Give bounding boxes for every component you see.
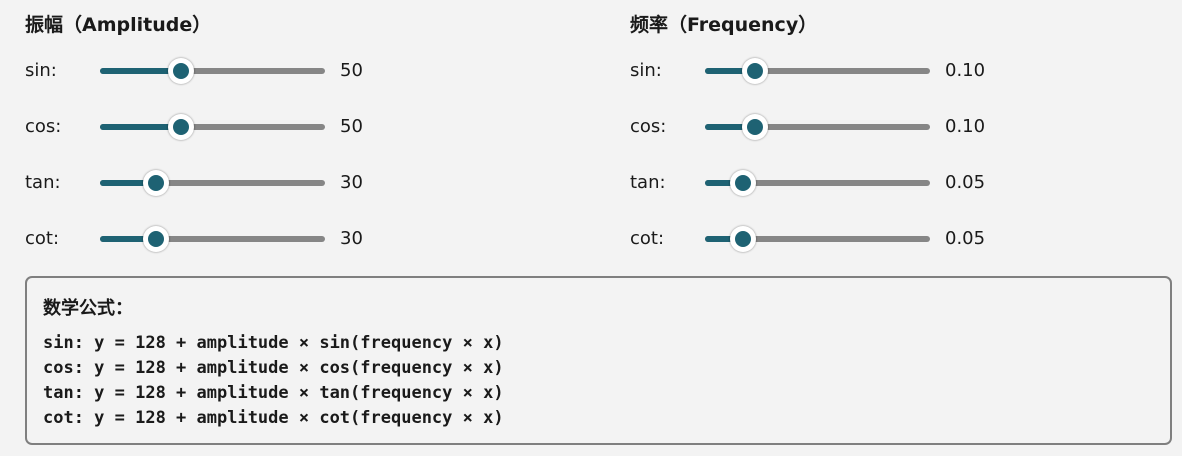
amplitude-slider-cot[interactable]: [100, 221, 325, 257]
slider-fill: [100, 180, 157, 186]
frequency-label-cos: cos:: [630, 116, 667, 137]
frequency-slider-cos[interactable]: [705, 109, 930, 145]
amplitude-slider-sin[interactable]: [100, 53, 325, 89]
slider-thumb[interactable]: [730, 226, 757, 252]
slider-thumb[interactable]: [143, 170, 170, 196]
slider-track: [100, 236, 325, 242]
amplitude-label-cot: cot:: [25, 228, 60, 249]
slider-thumb[interactable]: [741, 58, 768, 84]
frequency-panel: 频率（Frequency） sin: 0.10 cos: 0.10 tan: 0…: [630, 0, 1170, 270]
slider-track: [100, 124, 325, 130]
formula-line-cot: cot: y = 128 + amplitude × cot(frequency…: [43, 408, 504, 428]
slider-fill: [705, 180, 744, 186]
slider-fill: [705, 236, 744, 242]
frequency-row-cot: cot: 0.05: [630, 221, 1170, 257]
amplitude-value-cos: 50: [340, 116, 363, 137]
frequency-slider-tan[interactable]: [705, 165, 930, 201]
frequency-slider-sin[interactable]: [705, 53, 930, 89]
frequency-row-tan: tan: 0.05: [630, 165, 1170, 201]
amplitude-label-tan: tan:: [25, 172, 61, 193]
formula-title: 数学公式：: [43, 298, 133, 319]
slider-fill: [100, 124, 181, 130]
amplitude-row-sin: sin: 50: [25, 53, 565, 89]
amplitude-panel: 振幅（Amplitude） sin: 50 cos: 50 tan: 30 co…: [25, 0, 565, 270]
formula-line-cos: cos: y = 128 + amplitude × cos(frequency…: [43, 358, 504, 378]
amplitude-value-tan: 30: [340, 172, 363, 193]
amplitude-label-sin: sin:: [25, 60, 57, 81]
slider-fill: [705, 68, 755, 74]
slider-track: [705, 68, 930, 74]
slider-thumb[interactable]: [168, 58, 194, 84]
slider-thumb[interactable]: [741, 114, 768, 140]
slider-fill: [100, 68, 181, 74]
amplitude-row-cos: cos: 50: [25, 109, 565, 145]
amplitude-slider-cos[interactable]: [100, 109, 325, 145]
slider-track: [705, 236, 930, 242]
frequency-label-sin: sin:: [630, 60, 662, 81]
formula-box: 数学公式： sin: y = 128 + amplitude × sin(fre…: [25, 276, 1172, 445]
slider-track: [705, 124, 930, 130]
slider-fill: [705, 124, 755, 130]
slider-track: [100, 68, 325, 74]
amplitude-value-cot: 30: [340, 228, 363, 249]
frequency-row-sin: sin: 0.10: [630, 53, 1170, 89]
formula-line-sin: sin: y = 128 + amplitude × sin(frequency…: [43, 333, 504, 353]
amplitude-title: 振幅（Amplitude）: [25, 14, 212, 36]
frequency-title: 频率（Frequency）: [630, 14, 818, 36]
amplitude-row-cot: cot: 30: [25, 221, 565, 257]
slider-thumb[interactable]: [730, 170, 757, 196]
frequency-value-cos: 0.10: [945, 116, 986, 137]
frequency-slider-cot[interactable]: [705, 221, 930, 257]
slider-thumb[interactable]: [168, 114, 194, 140]
frequency-value-sin: 0.10: [945, 60, 986, 81]
slider-track: [705, 180, 930, 186]
slider-track: [100, 180, 325, 186]
amplitude-slider-tan[interactable]: [100, 165, 325, 201]
slider-fill: [100, 236, 157, 242]
frequency-label-cot: cot:: [630, 228, 665, 249]
frequency-label-tan: tan:: [630, 172, 666, 193]
frequency-value-cot: 0.05: [945, 228, 986, 249]
slider-thumb[interactable]: [143, 226, 170, 252]
formula-line-tan: tan: y = 128 + amplitude × tan(frequency…: [43, 383, 504, 403]
amplitude-value-sin: 50: [340, 60, 363, 81]
amplitude-row-tan: tan: 30: [25, 165, 565, 201]
frequency-row-cos: cos: 0.10: [630, 109, 1170, 145]
frequency-value-tan: 0.05: [945, 172, 986, 193]
amplitude-label-cos: cos:: [25, 116, 62, 137]
